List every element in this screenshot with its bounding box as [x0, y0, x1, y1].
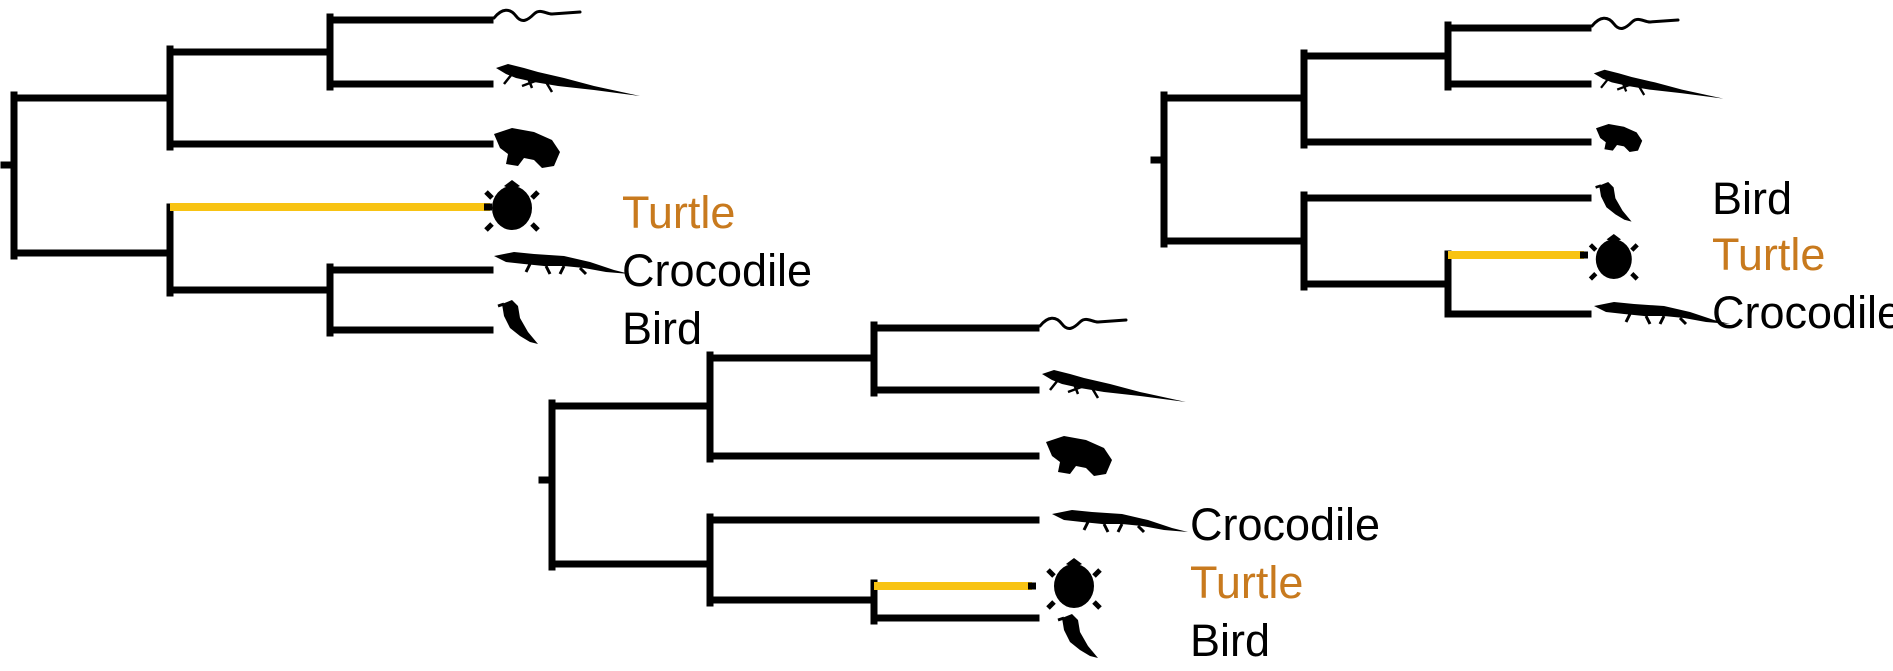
- turtle-icon: [486, 180, 538, 230]
- snake-icon: [1590, 16, 1680, 30]
- turtle-icon: [1590, 234, 1637, 279]
- branch: [0, 91, 174, 260]
- tree-left: Turtle Crocodile Bird: [0, 8, 812, 354]
- lizard-icon: [1592, 68, 1725, 100]
- tip-label-crocodile: Crocodile: [1712, 287, 1893, 338]
- branch: [326, 13, 494, 91]
- branch: [326, 263, 494, 337]
- tree-bottom: Crocodile Turtle Bird: [538, 316, 1380, 666]
- tip-label-bird: Bird: [1190, 615, 1270, 666]
- snake-icon: [492, 8, 582, 22]
- branch: [706, 513, 1040, 607]
- tip-label-crocodile: Crocodile: [622, 245, 812, 296]
- tip-label-turtle: Turtle: [1712, 229, 1825, 280]
- branch: [1444, 21, 1592, 91]
- branch: [538, 399, 714, 571]
- branch: [1300, 250, 1592, 318]
- crocodile-icon: [1592, 300, 1732, 326]
- tip-label-crocodile: Crocodile: [1190, 499, 1380, 550]
- branch: [870, 321, 1040, 397]
- tree-bottom-branches: [538, 321, 1040, 625]
- crocodile-icon: [492, 250, 632, 276]
- lizard-icon: [1040, 368, 1188, 404]
- bird-icon: [1594, 180, 1633, 223]
- turtle-icon: [1048, 558, 1100, 608]
- tip-label-turtle: Turtle: [1190, 557, 1303, 608]
- tree-right-branches: [1150, 21, 1592, 318]
- tip-label-turtle: Turtle: [622, 187, 735, 238]
- tree-right: Bird Turtle Crocodile: [1150, 16, 1893, 338]
- tuatara-icon: [494, 128, 560, 168]
- bird-icon: [1056, 612, 1100, 660]
- crocodile-icon: [1050, 508, 1190, 534]
- lizard-icon: [494, 62, 642, 98]
- tip-label-bird: Bird: [622, 303, 702, 354]
- branch: [1150, 91, 1308, 248]
- bird-icon: [496, 298, 540, 346]
- tuatara-icon: [1596, 124, 1643, 152]
- tuatara-icon: [1046, 436, 1112, 476]
- snake-icon: [1038, 316, 1128, 330]
- branch: [166, 203, 334, 297]
- tree-left-branches: [0, 13, 494, 337]
- tip-label-bird: Bird: [1712, 173, 1792, 224]
